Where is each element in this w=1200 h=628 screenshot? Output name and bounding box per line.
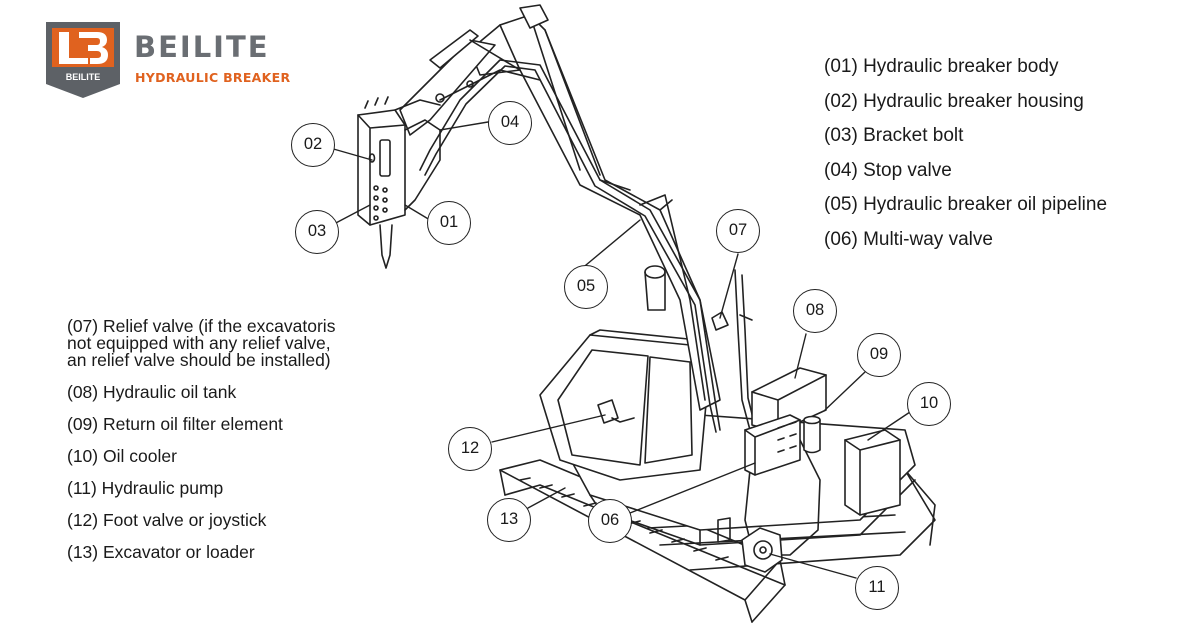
callout-04: 04 xyxy=(488,101,532,145)
callout-10: 10 xyxy=(907,382,951,426)
legend-item-04: (04) Stop valve xyxy=(824,159,952,181)
legend-item-09: (09) Return oil filter element xyxy=(67,414,283,434)
legend-item-07: (07) Relief valve (if the excavatoris no… xyxy=(67,316,336,370)
legend-item-02: (02) Hydraulic breaker housing xyxy=(824,90,1084,112)
legend-item-03: (03) Bracket bolt xyxy=(824,125,964,146)
logo-badge-text: BEILITE xyxy=(66,72,101,82)
oil-cooler xyxy=(844,429,901,516)
callout-08: 08 xyxy=(793,289,837,333)
legend-right: (01) Hydraulic breaker body (02) Hydraul… xyxy=(824,54,1107,261)
hydraulic-components xyxy=(741,367,901,573)
callout-06: 06 xyxy=(588,499,632,543)
callout-12: 12 xyxy=(448,427,492,471)
legend-left: (07) Relief valve (if the excavatoris no… xyxy=(67,316,336,572)
callout-07: 07 xyxy=(716,209,760,253)
legend-item-10: (10) Oil cooler xyxy=(67,446,177,466)
legend-item-07-line-2: not equipped with any relief valve, xyxy=(67,333,331,353)
brand-tagline: HYDRAULIC BREAKER xyxy=(135,70,291,85)
callout-01: 01 xyxy=(427,201,471,245)
legend-item-07-line-3: an relief valve should be installed) xyxy=(67,350,331,370)
legend-item-05: (05) Hydraulic breaker oil pipeline xyxy=(824,194,1108,215)
brand-name: BEILITE xyxy=(134,30,270,64)
legend-item-12: (12) Foot valve or joystick xyxy=(67,510,267,530)
hydraulic-breaker xyxy=(357,96,441,269)
legend-item-07-line-1: (07) Relief valve (if the excavatoris xyxy=(67,316,336,336)
callout-13: 13 xyxy=(487,498,531,542)
brand-logo: BEILITE xyxy=(46,22,120,98)
legend-item-06: (06) Multi-way valve xyxy=(824,228,993,250)
hydraulic-pump xyxy=(741,527,783,573)
legend-item-11: (11) Hydraulic pump xyxy=(67,478,224,498)
legend-item-13: (13) Excavator or loader xyxy=(67,542,255,562)
callout-03: 03 xyxy=(295,210,339,254)
callout-09: 09 xyxy=(857,333,901,377)
filter-element xyxy=(803,419,821,454)
leader-lines xyxy=(329,121,911,579)
callout-02: 02 xyxy=(291,123,335,167)
legend-item-08: (08) Hydraulic oil tank xyxy=(67,382,237,402)
cab xyxy=(539,329,711,481)
callout-11: 11 xyxy=(855,566,899,610)
callout-05: 05 xyxy=(564,265,608,309)
valve-block xyxy=(744,414,801,476)
legend-item-01: (01) Hydraulic breaker body xyxy=(824,56,1059,77)
